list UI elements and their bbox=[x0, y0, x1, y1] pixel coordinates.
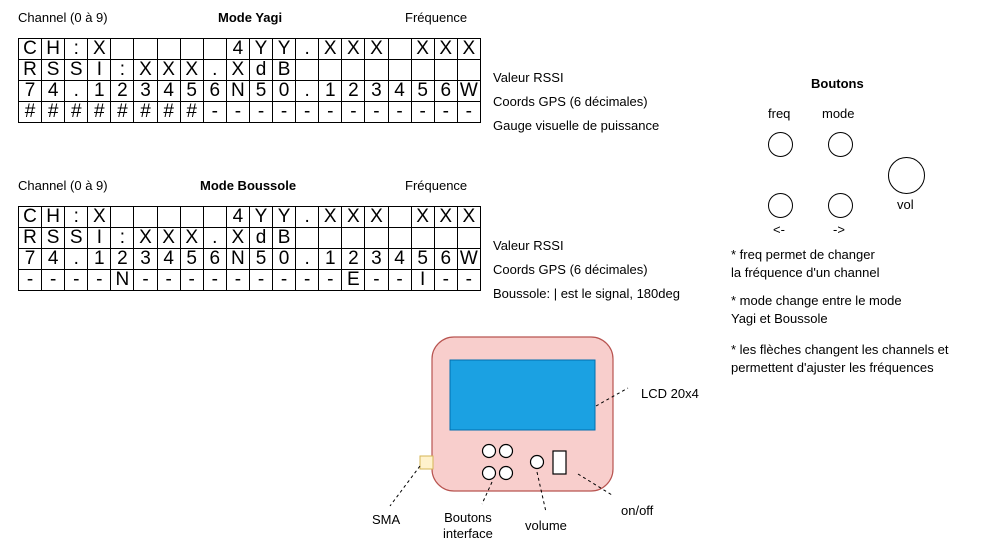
sma-connector bbox=[419, 455, 434, 470]
freq-button bbox=[768, 132, 793, 157]
lcd-cell: # bbox=[133, 101, 158, 123]
lcd-cell: R bbox=[17, 227, 43, 249]
lcd-cell: - bbox=[456, 269, 481, 291]
volume-leader-line bbox=[536, 471, 547, 513]
lcd-cell: X bbox=[456, 38, 481, 60]
lcd-cell: - bbox=[364, 269, 389, 291]
lcd-cell: X bbox=[156, 59, 181, 81]
left-arrow-button bbox=[768, 193, 793, 218]
boussole-freq-label: Fréquence bbox=[405, 178, 468, 193]
lcd-cell: W bbox=[456, 248, 481, 270]
boussole-gps-label: Coords GPS (6 décimales) bbox=[493, 262, 648, 277]
lcd-cell: X bbox=[410, 206, 435, 228]
boussole-title: Mode Boussole bbox=[200, 178, 297, 193]
lcd-cell: # bbox=[87, 101, 112, 123]
right-arrow-button bbox=[828, 193, 853, 218]
lcd-cell: X bbox=[133, 227, 158, 249]
right-arrow-label: -> bbox=[833, 222, 845, 237]
yagi-channel-label: Channel (0 à 9) bbox=[18, 10, 108, 25]
interface-button-1 bbox=[481, 443, 497, 459]
note-arrows: * les flèches changent les channels et p… bbox=[731, 342, 949, 375]
lcd-cell: C bbox=[17, 38, 43, 60]
lcd-cell: R bbox=[17, 59, 43, 81]
lcd-cell: - bbox=[17, 269, 43, 291]
volume-knob bbox=[888, 157, 925, 194]
lcd-leader-line bbox=[595, 387, 629, 407]
mode-button-label: mode bbox=[822, 106, 855, 121]
lcd-cell: X bbox=[133, 59, 158, 81]
yagi-gps-label: Coords GPS (6 décimales) bbox=[493, 94, 648, 109]
lcd-cell: - bbox=[202, 269, 227, 291]
onoff-label: on/off bbox=[621, 503, 654, 518]
lcd-cell: - bbox=[272, 269, 297, 291]
yagi-title: Mode Yagi bbox=[218, 10, 283, 25]
lcd-cell: - bbox=[41, 269, 66, 291]
lcd-cell: - bbox=[295, 101, 320, 123]
lcd-cell: S bbox=[64, 59, 89, 81]
yagi-freq-label: Fréquence bbox=[405, 10, 468, 25]
on-off-switch bbox=[552, 450, 567, 475]
lcd-cell: - bbox=[179, 269, 204, 291]
left-arrow-label: <- bbox=[773, 222, 785, 237]
buttons-interface-label: Boutons interface bbox=[443, 510, 493, 541]
interface-button-2 bbox=[498, 443, 514, 459]
lcd-cell: X bbox=[433, 38, 458, 60]
vol-knob-label: vol bbox=[897, 197, 914, 212]
yagi-gauge-label: Gauge visuelle de puissance bbox=[493, 118, 660, 133]
lcd-cell: - bbox=[133, 269, 158, 291]
boussole-rssi-label: Valeur RSSI bbox=[493, 238, 564, 253]
onoff-leader-line bbox=[577, 473, 613, 496]
interface-button-4 bbox=[498, 465, 514, 481]
lcd-cell: Y bbox=[248, 206, 274, 228]
sma-label: SMA bbox=[372, 512, 401, 527]
lcd-cell: # bbox=[17, 101, 43, 123]
note-freq: * freq permet de changer la fréquence d'… bbox=[731, 247, 880, 280]
lcd-cell: I bbox=[410, 269, 435, 291]
note-mode: * mode change entre le mode Yagi et Bous… bbox=[731, 293, 902, 326]
lcd-label: LCD 20x4 bbox=[641, 386, 699, 401]
buttons-panel-title: Boutons bbox=[811, 76, 864, 91]
buttons-leader-line bbox=[481, 481, 493, 505]
mode-button bbox=[828, 132, 853, 157]
lcd-cell: - bbox=[87, 269, 112, 291]
lcd-cell: # bbox=[41, 101, 66, 123]
freq-button-label: freq bbox=[768, 106, 791, 121]
lcd-cell: X bbox=[364, 206, 389, 228]
lcd-screen bbox=[449, 359, 596, 431]
lcd-row: ########------------ bbox=[17, 101, 481, 123]
volume-label: volume bbox=[525, 518, 567, 533]
lcd-row: ----N---------E--I-- bbox=[17, 269, 481, 291]
boussole-compass-label: Boussole: | est le signal, 180deg bbox=[493, 286, 680, 301]
lcd-cell: B bbox=[272, 59, 297, 81]
volume-knob-device bbox=[529, 454, 545, 470]
lcd-cell: - bbox=[456, 101, 481, 123]
lcd-cell: - bbox=[387, 101, 412, 123]
sma-leader-line bbox=[389, 465, 421, 507]
lcd-cell: X bbox=[341, 38, 366, 60]
lcd-cell: C bbox=[17, 206, 43, 228]
lcd-cell: X bbox=[456, 206, 481, 228]
lcd-cell: - bbox=[410, 101, 435, 123]
lcd-cell: X bbox=[179, 227, 204, 249]
boussole-channel-label: Channel (0 à 9) bbox=[18, 178, 108, 193]
interface-button-3 bbox=[481, 465, 497, 481]
yagi-rssi-label: Valeur RSSI bbox=[493, 70, 564, 85]
lcd-cell: - bbox=[318, 269, 343, 291]
